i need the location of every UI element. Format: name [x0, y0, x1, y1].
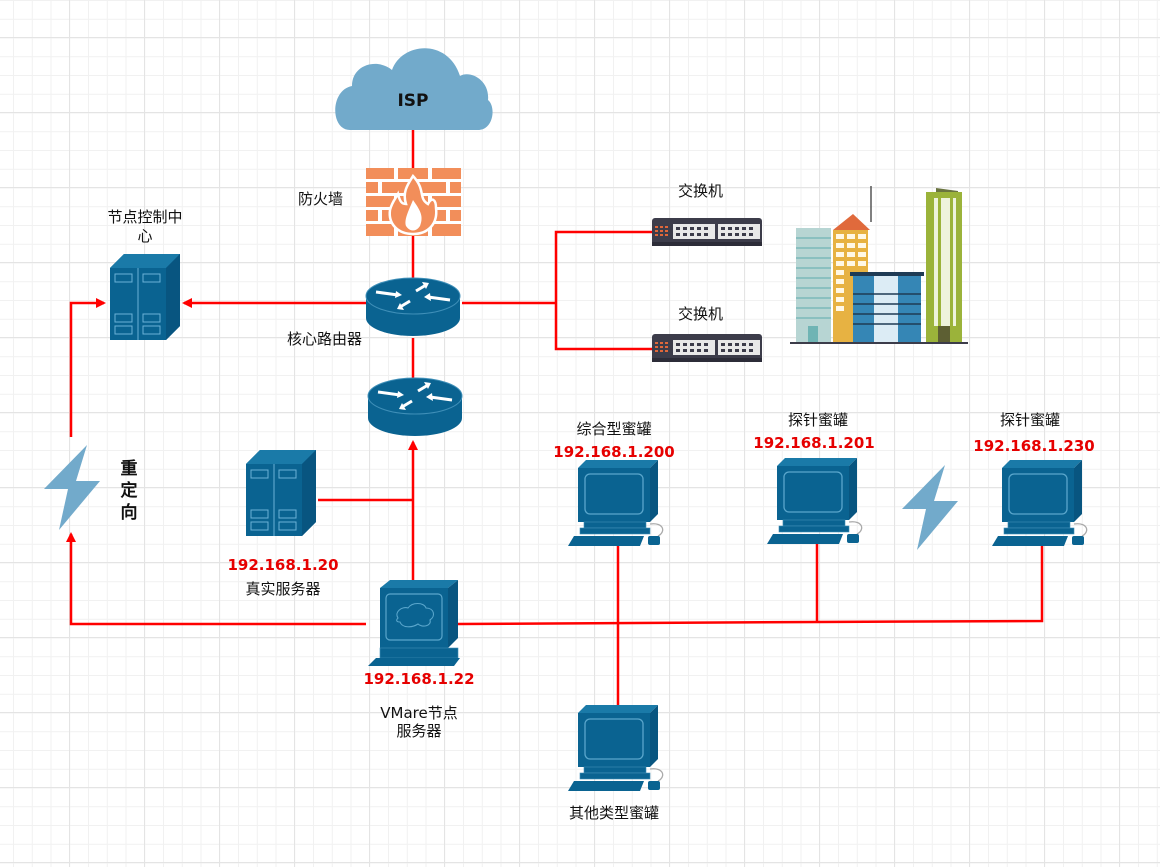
- redirect-lightning-icon: [44, 445, 100, 530]
- router2-icon: [366, 376, 464, 438]
- isp-cloud-icon: [335, 48, 493, 131]
- firewall-icon: [366, 168, 461, 236]
- switch2-icon: [652, 334, 762, 362]
- vmware-server-label-line1: VMare节点: [380, 704, 458, 722]
- honeypot-other-pc-icon: [567, 704, 664, 792]
- honeypot-probe2-label: 探针蜜罐: [999, 411, 1060, 429]
- redirect-char: 向: [120, 503, 138, 523]
- real-server-ip: 192.168.1.20: [227, 556, 339, 574]
- link-switch1: [554, 230, 652, 303]
- node-control-label-line2: 心: [137, 227, 153, 245]
- redirect-char: 重: [120, 459, 138, 479]
- real-server-icon: [245, 449, 317, 537]
- honeypot-other-label: 其他类型蜜罐: [568, 804, 659, 822]
- redirect-label: 重 定 向: [119, 458, 139, 524]
- honeypot-probe2-pc-icon: [991, 459, 1088, 547]
- link-vmware-honeypots: [457, 540, 1044, 626]
- vmware-server-ip: 192.168.1.22: [363, 670, 475, 688]
- core-router-label: 核心路由器: [287, 330, 363, 348]
- link-switch2: [554, 303, 652, 351]
- honeypot-probe1-pc-icon: [766, 457, 863, 545]
- core-router-icon: [364, 276, 462, 338]
- wireless-lightning-icon: [902, 465, 958, 550]
- honeypot-composite-pc-icon: [567, 459, 664, 547]
- firewall-label: 防火墙: [298, 190, 344, 208]
- buildings-icon: [790, 186, 968, 344]
- redirect-char: 定: [120, 481, 138, 501]
- links: [66, 130, 1044, 705]
- node-control-label-line1: 节点控制中: [107, 208, 183, 226]
- real-server-label: 真实服务器: [245, 580, 321, 598]
- switch1-label: 交换机: [678, 182, 724, 200]
- honeypot-composite-ip: 192.168.1.200: [553, 443, 675, 461]
- vmware-server-label-line2: 服务器: [396, 722, 442, 740]
- honeypot-probe1-ip: 192.168.1.201: [753, 434, 875, 452]
- isp-label: ISP: [397, 91, 429, 111]
- honeypot-probe1-label: 探针蜜罐: [787, 411, 848, 429]
- switch2-label: 交换机: [678, 305, 724, 323]
- honeypot-composite-label: 综合型蜜罐: [576, 420, 652, 438]
- link-vmware-redirect: [66, 532, 366, 626]
- switch1-icon: [652, 218, 762, 246]
- link-redirect-node-control: [69, 298, 106, 437]
- honeypot-probe2-ip: 192.168.1.230: [973, 437, 1095, 455]
- node-control-server-icon: [109, 253, 181, 341]
- vmware-workstation-icon: [368, 580, 460, 666]
